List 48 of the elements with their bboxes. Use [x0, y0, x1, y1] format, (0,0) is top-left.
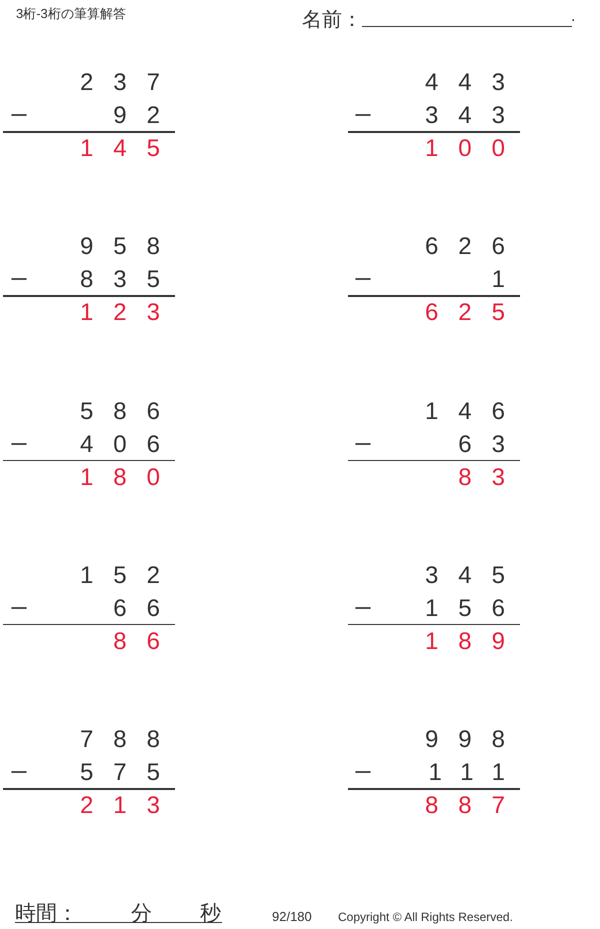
answer: 123 [80, 299, 180, 328]
answer: 86 [113, 628, 180, 656]
answer: 887 [424, 792, 525, 820]
number: 575 [80, 759, 180, 788]
minus-sign: − [354, 759, 372, 788]
number: 343 [424, 102, 525, 130]
page-number: 92/180 [272, 909, 312, 924]
worksheet-title: 3桁-3桁の筆算解答 [16, 5, 126, 23]
number: 156 [424, 594, 525, 623]
minus-sign: − [354, 102, 372, 130]
copyright-notice: Copyright © All Rights Reserved. [338, 910, 513, 924]
number: 1 [492, 266, 525, 294]
number: 626 [424, 233, 525, 262]
number: 146 [424, 398, 525, 426]
number: 237 [80, 69, 180, 97]
number: 406 [80, 430, 180, 459]
minus-sign: − [10, 430, 28, 459]
minus-sign: − [10, 759, 28, 788]
number: 958 [80, 233, 180, 262]
number: 92 [113, 102, 180, 130]
minutes-label: 分 [131, 901, 152, 927]
minus-sign: − [10, 594, 28, 623]
name-label: 名前： [302, 8, 362, 33]
period: . [571, 8, 576, 26]
number: 66 [113, 594, 180, 623]
answer: 189 [424, 628, 525, 656]
minus-sign: − [354, 430, 372, 459]
minus-sign: − [354, 594, 372, 623]
answer: 83 [458, 464, 525, 492]
minus-sign: − [10, 266, 28, 294]
answer: 100 [424, 135, 525, 163]
answer: 145 [80, 135, 180, 163]
number: 586 [80, 398, 180, 426]
number: 152 [80, 562, 180, 590]
answer: 625 [424, 299, 525, 328]
answer: 180 [80, 464, 180, 492]
number: 998 [424, 726, 525, 754]
number: 835 [80, 266, 180, 294]
number: 788 [80, 726, 180, 754]
time-label: 時間： [15, 901, 78, 927]
number: 345 [424, 562, 525, 590]
number: 111 [428, 759, 525, 788]
seconds-label: 秒 [200, 901, 221, 927]
minus-sign: − [354, 266, 372, 294]
answer: 213 [80, 792, 180, 820]
number: 63 [458, 430, 525, 459]
minus-sign: − [10, 102, 28, 130]
number: 443 [424, 69, 525, 97]
